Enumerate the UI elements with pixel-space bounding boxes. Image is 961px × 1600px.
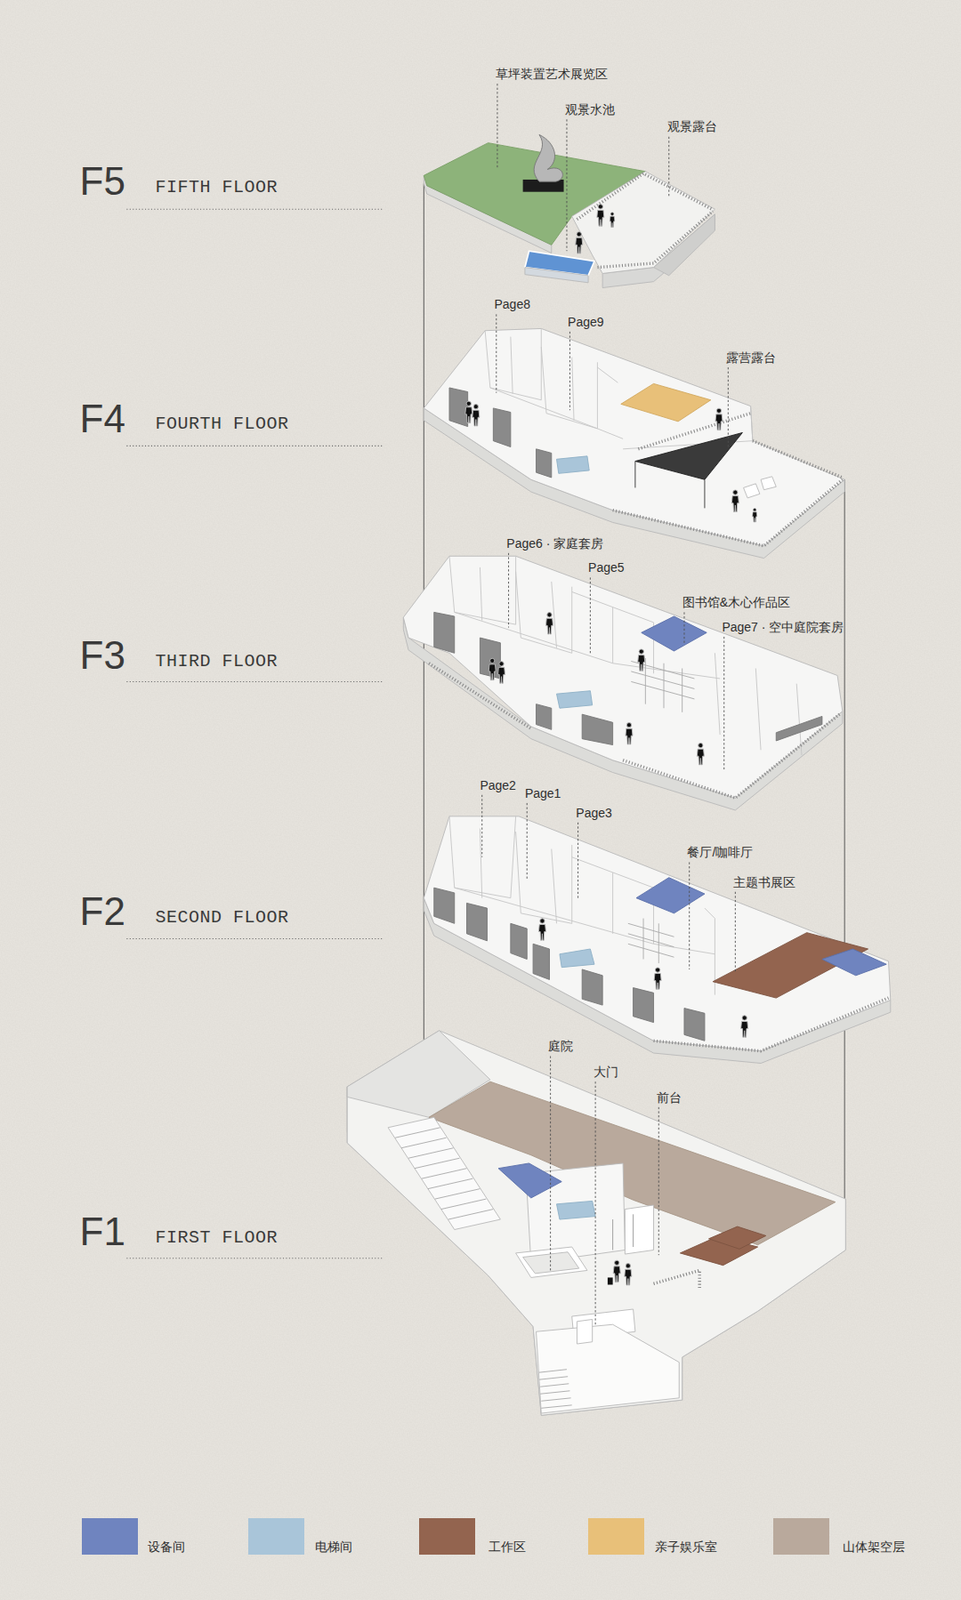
room-label: 露营露台 (726, 349, 776, 365)
floor-number: F4 (80, 395, 126, 443)
room-label: Page9 (567, 314, 604, 330)
legend-swatch (81, 1518, 138, 1556)
room-label: 餐厅/咖啡厅 (686, 845, 753, 861)
legend-swatch (588, 1518, 645, 1556)
room-label: Page3 (575, 805, 612, 821)
legend-label: 工作区 (488, 1540, 526, 1557)
fourth-floor-drawing (423, 328, 845, 558)
legend-swatch (248, 1518, 305, 1556)
second-floor-drawing (423, 816, 891, 1065)
room-label: 庭院 (548, 1039, 574, 1055)
legend-label: 亲子娱乐室 (654, 1540, 718, 1557)
floor-number: F2 (80, 888, 126, 936)
leader-lines (482, 83, 736, 1327)
title-underlines (126, 209, 382, 1259)
floor-name: THIRD FLOOR (155, 651, 279, 673)
room-label: Page8 (494, 297, 531, 313)
floor-name: FIFTH FLOOR (155, 177, 279, 199)
floor-number: F1 (80, 1209, 126, 1257)
legend-label: 电梯间 (314, 1540, 353, 1557)
floor-name: SECOND FLOOR (155, 907, 290, 929)
room-label: 大门 (593, 1065, 619, 1081)
room-label: 观景露台 (667, 119, 718, 135)
room-label: 前台 (656, 1090, 682, 1106)
fifth-floor-drawing (423, 134, 715, 288)
room-label: Page7 · 空中庭院套房 (721, 619, 844, 635)
room-label: Page1 (524, 785, 561, 801)
first-floor-drawing (347, 1031, 846, 1417)
legend-swatch (419, 1518, 476, 1556)
floor-name: FOURTH FLOOR (155, 413, 290, 436)
legend-swatch (773, 1518, 830, 1556)
third-floor-drawing (403, 556, 843, 811)
room-label: Page2 (479, 777, 516, 793)
room-label: Page6 · 家庭套房 (506, 535, 604, 551)
floor-name: FIRST FLOOR (155, 1227, 279, 1250)
floor-number: F3 (80, 631, 126, 679)
floor-number: F5 (80, 158, 126, 206)
legend-label: 设备间 (147, 1540, 186, 1557)
legend-label: 山体架空层 (842, 1540, 905, 1557)
room-label: 观景水池 (565, 101, 615, 117)
room-label: 草坪装置艺术展览区 (495, 65, 608, 81)
room-label: Page5 (588, 560, 624, 576)
room-label: 主题书展区 (733, 874, 796, 890)
room-label: 图书馆&木心作品区 (682, 595, 791, 611)
